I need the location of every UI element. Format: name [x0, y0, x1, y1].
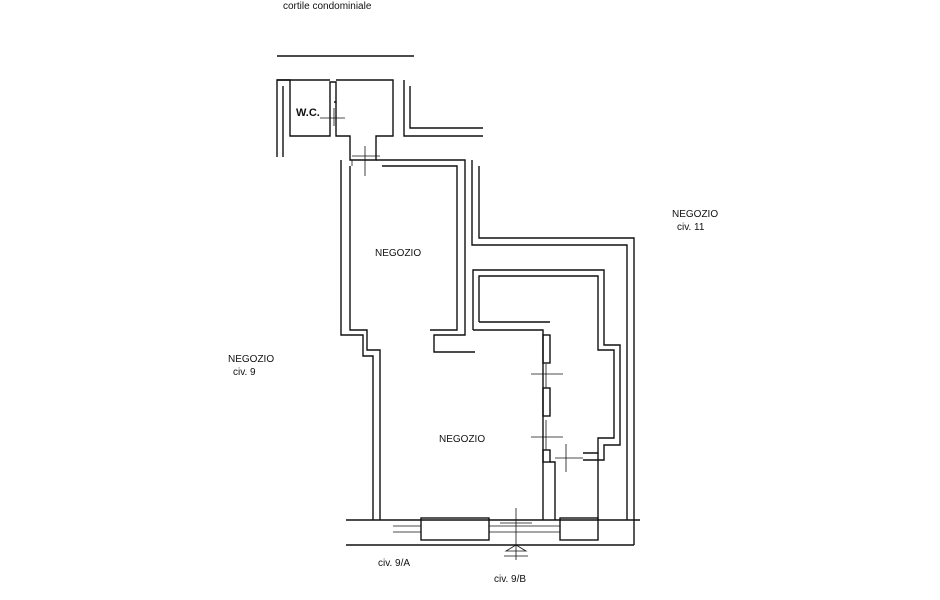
courtyard-label: cortile condominiale — [283, 1, 372, 12]
left-shop-label: NEGOZIO — [228, 354, 274, 365]
left-shop-number: civ. 9 — [233, 367, 256, 378]
right-shop-label: NEGOZIO — [672, 209, 718, 220]
right-boundary-walls — [471, 160, 635, 545]
wc-room — [276, 79, 394, 161]
wall-top-right — [403, 80, 483, 137]
wc-label: W.C. — [296, 107, 320, 119]
lower-shop-label: NEGOZIO — [439, 434, 485, 445]
upper-shop-walls — [340, 146, 475, 520]
entrance-a-label: civ. 9/A — [378, 558, 410, 569]
inner-right-room — [472, 269, 621, 520]
upper-shop-label: NEGOZIO — [375, 248, 421, 259]
entrance-b-label: civ. 9/B — [494, 574, 526, 585]
street-facade — [346, 508, 640, 560]
right-shop-number: civ. 11 — [677, 222, 705, 233]
